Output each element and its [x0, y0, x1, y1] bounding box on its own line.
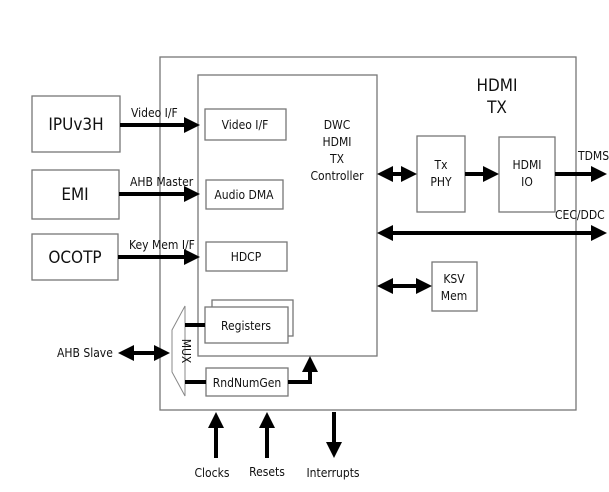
- audio-dma-label: Audio DMA: [214, 188, 274, 202]
- video-if-label: Video I/F: [131, 106, 178, 120]
- svg-text:Controller: Controller: [310, 169, 364, 183]
- ipuv3h-block: [31, 95, 121, 153]
- hdmi-io-label-1: HDMI: [513, 158, 542, 172]
- svg-text:DWC: DWC: [324, 118, 351, 132]
- hdcp-block: [205, 241, 288, 272]
- resets-label: Resets: [249, 465, 285, 479]
- hdmi-io-label-2: IO: [521, 175, 533, 189]
- hdmi-tx-title-2: TX: [486, 98, 507, 118]
- ipuv3h-label: IPUv3H: [48, 115, 103, 135]
- tx-phy-label-2: PHY: [430, 175, 452, 189]
- ahb-slave-label: AHB Slave: [57, 346, 113, 360]
- registers-label: Registers: [221, 319, 271, 333]
- cec-ddc-label: CEC/DDC: [555, 208, 605, 222]
- tx-phy-block: [416, 135, 466, 213]
- hdcp-label: HDCP: [231, 250, 262, 264]
- svg-text:TX: TX: [329, 152, 345, 166]
- svg-text:HDMI: HDMI: [323, 135, 352, 149]
- ksv-label-1: KSV: [443, 272, 465, 286]
- tx-phy-label-1: Tx: [434, 158, 449, 172]
- ocotp-label: OCOTP: [48, 248, 101, 268]
- registers-block: [204, 306, 289, 344]
- tdms-label: TDMS: [577, 149, 609, 163]
- ocotp-block: [31, 233, 119, 281]
- hdmi-tx-title-1: HDMI: [477, 76, 518, 96]
- rndnumgen-arrow: [288, 356, 318, 384]
- ksv-label-2: Mem: [441, 289, 467, 303]
- controller-label: DWC HDMI TX Controller: [310, 118, 364, 183]
- ahb-master-label: AHB Master: [130, 175, 194, 189]
- mux-label: MUX: [179, 339, 193, 364]
- video-if-block: [204, 108, 287, 141]
- rndnumgen-label: RndNumGen: [213, 376, 282, 390]
- video-if-block-label: Video I/F: [222, 118, 269, 132]
- clocks-label: Clocks: [195, 466, 230, 480]
- hdmi-io-block: [498, 136, 556, 213]
- emi-label: EMI: [61, 185, 88, 205]
- mux-block: [171, 305, 186, 397]
- ksv-mem-block: [431, 261, 478, 312]
- interrupts-label: Interrupts: [306, 466, 359, 480]
- audio-dma-block: [205, 179, 284, 210]
- key-mem-label: Key Mem I/F: [129, 238, 195, 252]
